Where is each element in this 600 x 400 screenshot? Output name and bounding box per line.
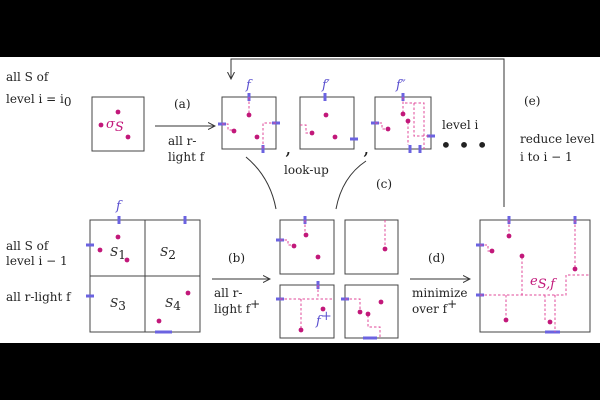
comma-1: , bbox=[285, 135, 291, 159]
step-a-line1: all r- bbox=[168, 134, 196, 148]
step-a-tag: (a) bbox=[174, 97, 191, 111]
step-b-tag: (b) bbox=[228, 251, 245, 265]
square-portal-f-prime bbox=[299, 93, 358, 150]
label-all-s-level-i-minus-1-line1: all S of bbox=[6, 239, 50, 253]
step-e-line1: reduce level bbox=[520, 132, 595, 146]
step-b-line1: all r- bbox=[214, 286, 242, 300]
label-look-up: look-up bbox=[284, 163, 329, 177]
square-middle-top-left bbox=[276, 216, 335, 275]
label-e-sf: eS,f bbox=[530, 274, 557, 292]
label-f-quartered: f bbox=[115, 199, 123, 214]
label-sigma-s: σS bbox=[106, 117, 124, 135]
step-e-tag: (e) bbox=[524, 94, 540, 108]
square-middle-bottom-right bbox=[341, 284, 399, 340]
square-quartered: S1 S2 S3 S4 bbox=[86, 216, 201, 334]
label-level-i: level i bbox=[442, 118, 478, 132]
step-a-line2: light f bbox=[168, 150, 206, 164]
step-d-tag: (d) bbox=[428, 251, 445, 265]
diagram-canvas: all S of level i = i0 all S of level i −… bbox=[0, 57, 600, 343]
label-s2: S2 bbox=[160, 245, 176, 262]
diagram-svg: all S of level i = i0 all S of level i −… bbox=[6, 58, 595, 340]
square-middle-bottom-left bbox=[276, 281, 335, 339]
label-all-s-level-i0-line1: all S of bbox=[6, 70, 50, 84]
lookup-curve-left bbox=[245, 156, 277, 210]
label-all-s-level-i-minus-1-line2: level i − 1 bbox=[6, 254, 68, 268]
square-portal-f-double-prime bbox=[371, 93, 435, 153]
label-s3: S3 bbox=[110, 296, 126, 313]
label-all-r-light-f: all r-light f bbox=[6, 290, 72, 304]
ellipsis: • • • bbox=[440, 133, 488, 157]
label-f-double-prime: f″ bbox=[395, 78, 406, 93]
step-d-line2: over f+ bbox=[412, 297, 457, 316]
square-portal-f bbox=[218, 93, 280, 153]
label-f-plus: f+ bbox=[315, 309, 332, 329]
label-f: f bbox=[245, 78, 253, 93]
comma-2: , bbox=[363, 135, 369, 159]
label-all-s-level-i0-line2: level i = i0 bbox=[6, 92, 71, 109]
step-b-line2: light f+ bbox=[214, 297, 260, 316]
step-c-tag: (c) bbox=[376, 177, 392, 191]
square-sigma-s: σS bbox=[91, 96, 145, 152]
label-s1: S1 bbox=[110, 245, 126, 262]
step-d-line1: minimize bbox=[412, 286, 467, 300]
lookup-curve-right bbox=[335, 160, 367, 210]
label-s4: S4 bbox=[165, 296, 181, 313]
square-result: eS,f bbox=[476, 216, 591, 334]
step-e-line2: i to i − 1 bbox=[520, 150, 573, 164]
square-middle-top-right bbox=[344, 219, 399, 275]
arrow-e-loop bbox=[231, 58, 505, 207]
label-f-prime: f′ bbox=[321, 78, 330, 93]
